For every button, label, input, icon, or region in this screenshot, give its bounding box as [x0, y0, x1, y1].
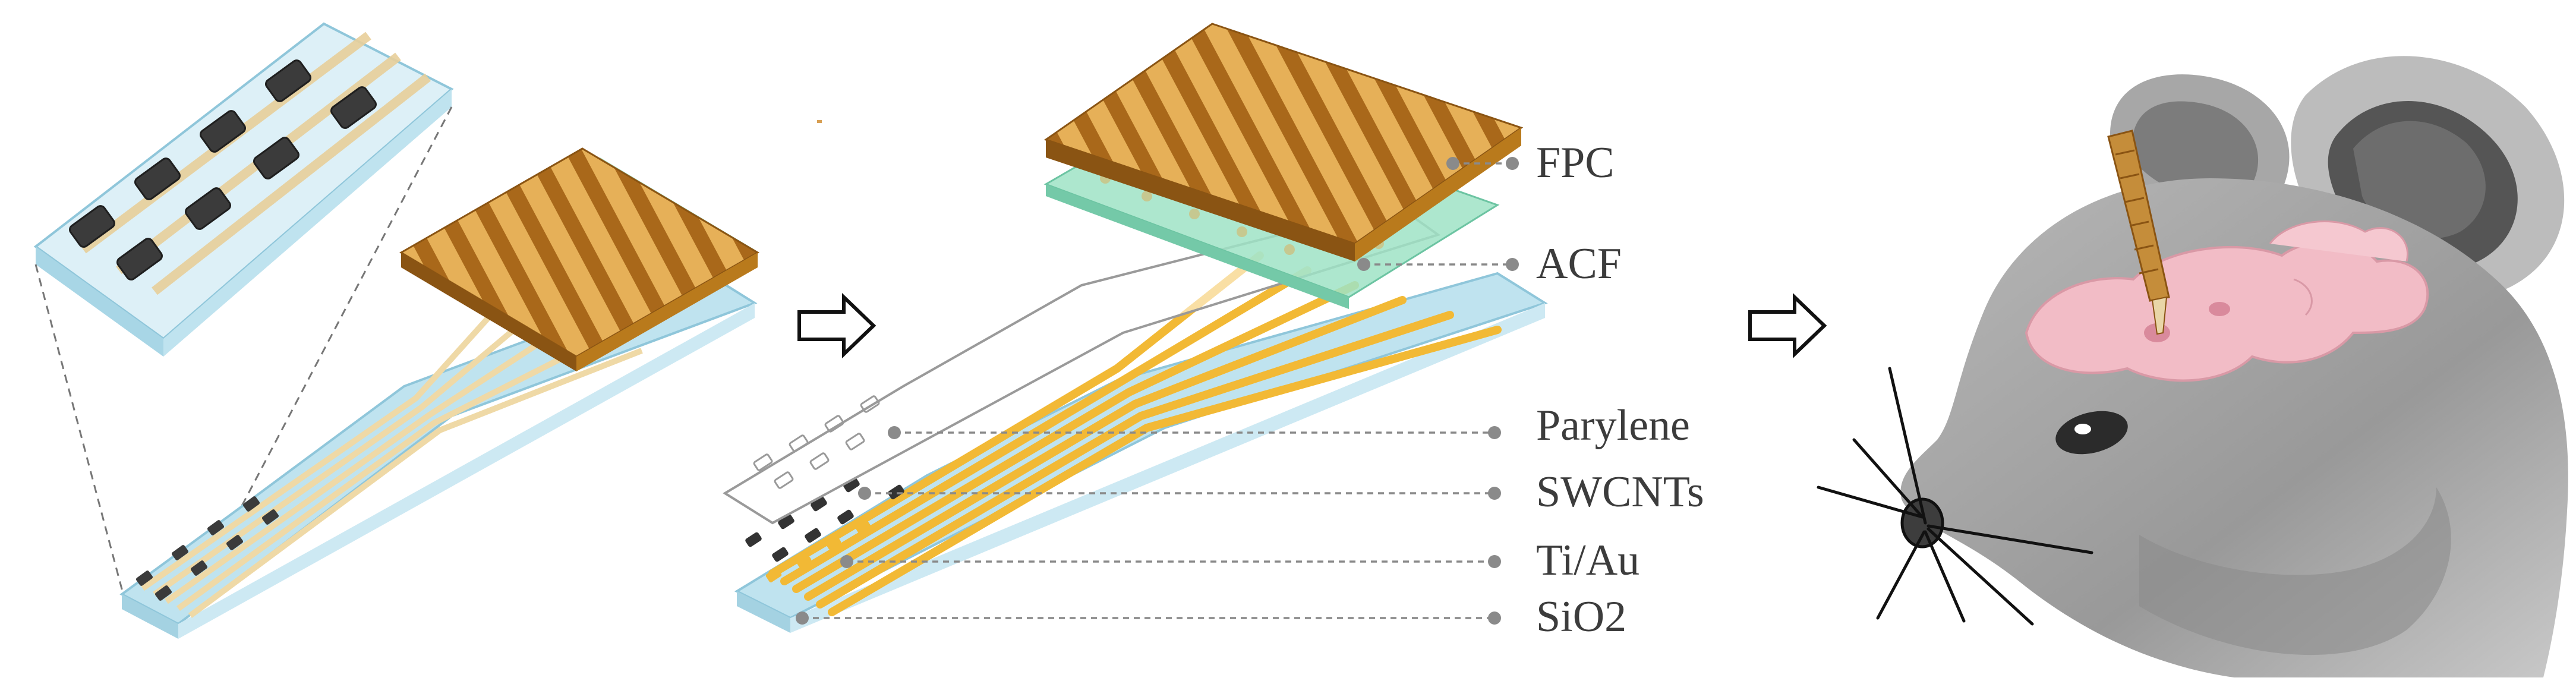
label-parylene: Parylene: [1536, 401, 1690, 450]
layer-swcnts: [745, 477, 904, 562]
exploded-layers: FPC ACF Parylene SWCNTs Ti/Au SiO2: [723, 23, 1704, 641]
label-swcnts: SWCNTs: [1536, 468, 1704, 516]
mouse-ear-back: [2110, 74, 2290, 215]
implanted-probe: [2107, 130, 2170, 335]
mouse-implant-illustration: [1817, 56, 2568, 677]
label-sio2: SiO2: [1536, 592, 1626, 641]
right-arrow: [1748, 292, 1827, 359]
label-tiau: Ti/Au: [1536, 536, 1639, 585]
probe-substrate: [119, 272, 758, 626]
zoom-inset: [33, 22, 454, 357]
label-acf: ACF: [1536, 239, 1622, 288]
layer-tiau: [768, 251, 1502, 616]
assembled-device: [33, 22, 759, 639]
label-fpc: FPC: [1536, 138, 1615, 187]
probe-traces: [141, 277, 643, 619]
tip-electrodes: [135, 496, 279, 601]
mouse-whiskers: [1817, 367, 2093, 626]
layer-fpc: [1043, 23, 1524, 261]
mouse-eye: [2055, 411, 2128, 455]
mouse-nose: [1900, 497, 1944, 549]
right-arrow: [797, 292, 876, 359]
fpc-assembled: [399, 147, 759, 371]
inset-electrode-pads: [69, 59, 377, 280]
leader-lines: [802, 162, 1512, 619]
